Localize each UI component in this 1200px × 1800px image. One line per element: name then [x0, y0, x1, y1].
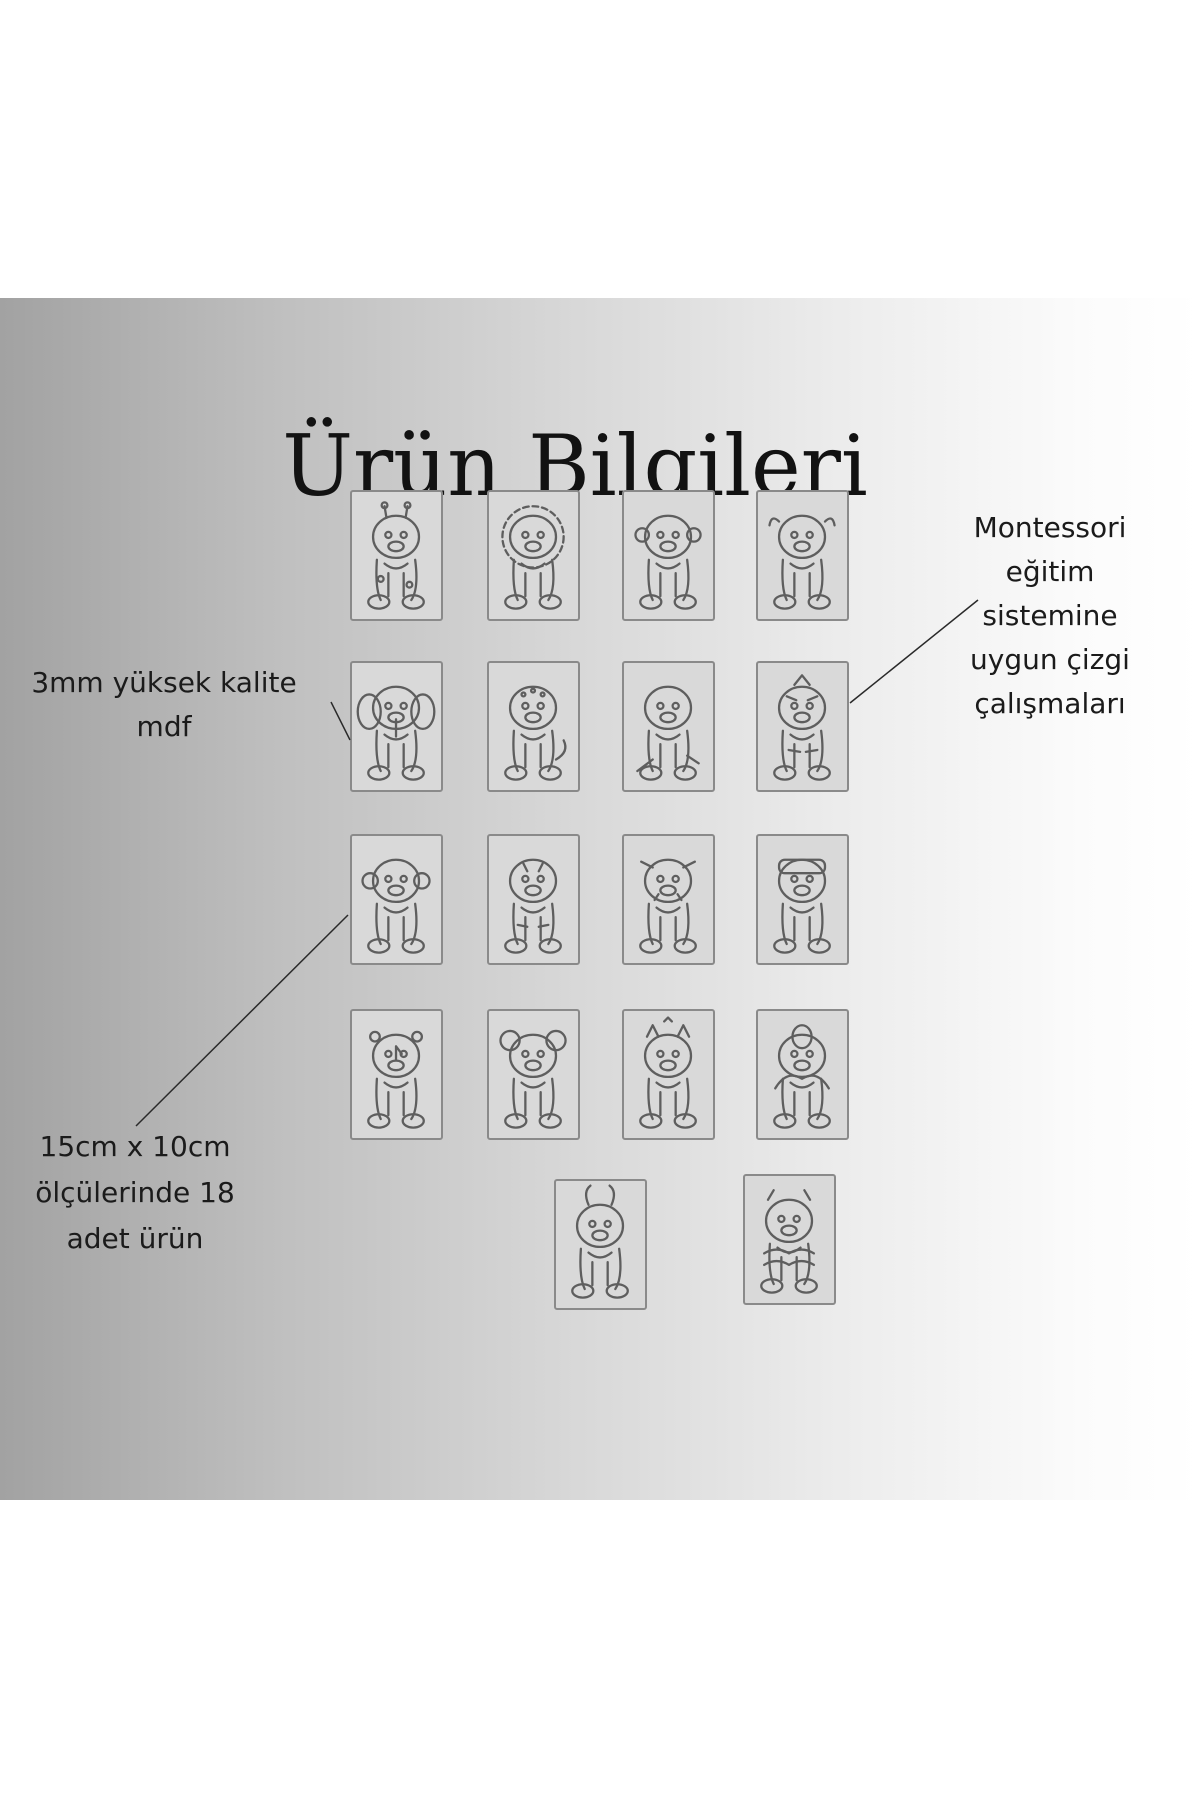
stencil-card: [350, 661, 443, 792]
hippo-icon: [773, 858, 831, 954]
elephant-icon: [356, 685, 436, 781]
stencil-card: [756, 490, 849, 621]
montessori-note-line: sistemine: [982, 599, 1118, 632]
size-note-line: 15cm x 10cm: [39, 1130, 231, 1163]
stencil-card: [743, 1174, 836, 1305]
lion-icon: [501, 505, 565, 610]
stencil-card: [622, 490, 715, 621]
size-note-line: adet ürün: [66, 1222, 204, 1255]
monkey-icon: [634, 514, 702, 610]
montessori-note-line: çalışmaları: [974, 687, 1126, 720]
stencil-card: [756, 834, 849, 965]
antelope-icon: [571, 1184, 629, 1299]
stencil-card: [622, 661, 715, 792]
stencil-card: [487, 661, 580, 792]
rhino-icon: [367, 1030, 425, 1129]
size-note: 15cm x 10cm ölçülerinde 18 adet ürün: [20, 1124, 250, 1262]
owl-icon: [760, 1189, 818, 1294]
stencil-card: [756, 661, 849, 792]
stencil-card: [622, 834, 715, 965]
stencil-card: [554, 1179, 647, 1310]
stencil-card: [487, 490, 580, 621]
montessori-note: Montessori eğitim sistemine uygun çizgi …: [950, 506, 1150, 726]
montessori-note-line: eğitim: [1005, 555, 1095, 588]
chimpanzee-icon: [361, 858, 431, 954]
montessori-note-line: Montessori: [973, 511, 1127, 544]
material-note-line: 3mm yüksek kalite: [31, 666, 297, 699]
material-note-line: mdf: [136, 710, 192, 743]
stencil-card: [487, 834, 580, 965]
stencil-card: [622, 1009, 715, 1140]
size-note-line: ölçülerinde 18: [35, 1176, 235, 1209]
ostrich-icon: [773, 1024, 831, 1129]
hyena-icon: [639, 1016, 697, 1129]
stencil-card: [756, 1009, 849, 1140]
warthog-icon: [639, 858, 697, 954]
leopard-icon: [504, 685, 567, 781]
stencil-card: [350, 1009, 443, 1140]
koala-icon: [499, 1029, 567, 1129]
zebra-icon: [773, 674, 831, 781]
stencil-card: [487, 1009, 580, 1140]
giraffe-icon: [367, 501, 425, 610]
stencil-card: [350, 834, 443, 965]
tiger-icon: [504, 858, 562, 954]
material-note: 3mm yüksek kalite mdf: [18, 661, 310, 749]
crocodile-icon: [636, 685, 700, 781]
buffalo-icon: [768, 514, 836, 610]
stencil-card: [350, 490, 443, 621]
montessori-note-line: uygun çizgi: [970, 643, 1130, 676]
